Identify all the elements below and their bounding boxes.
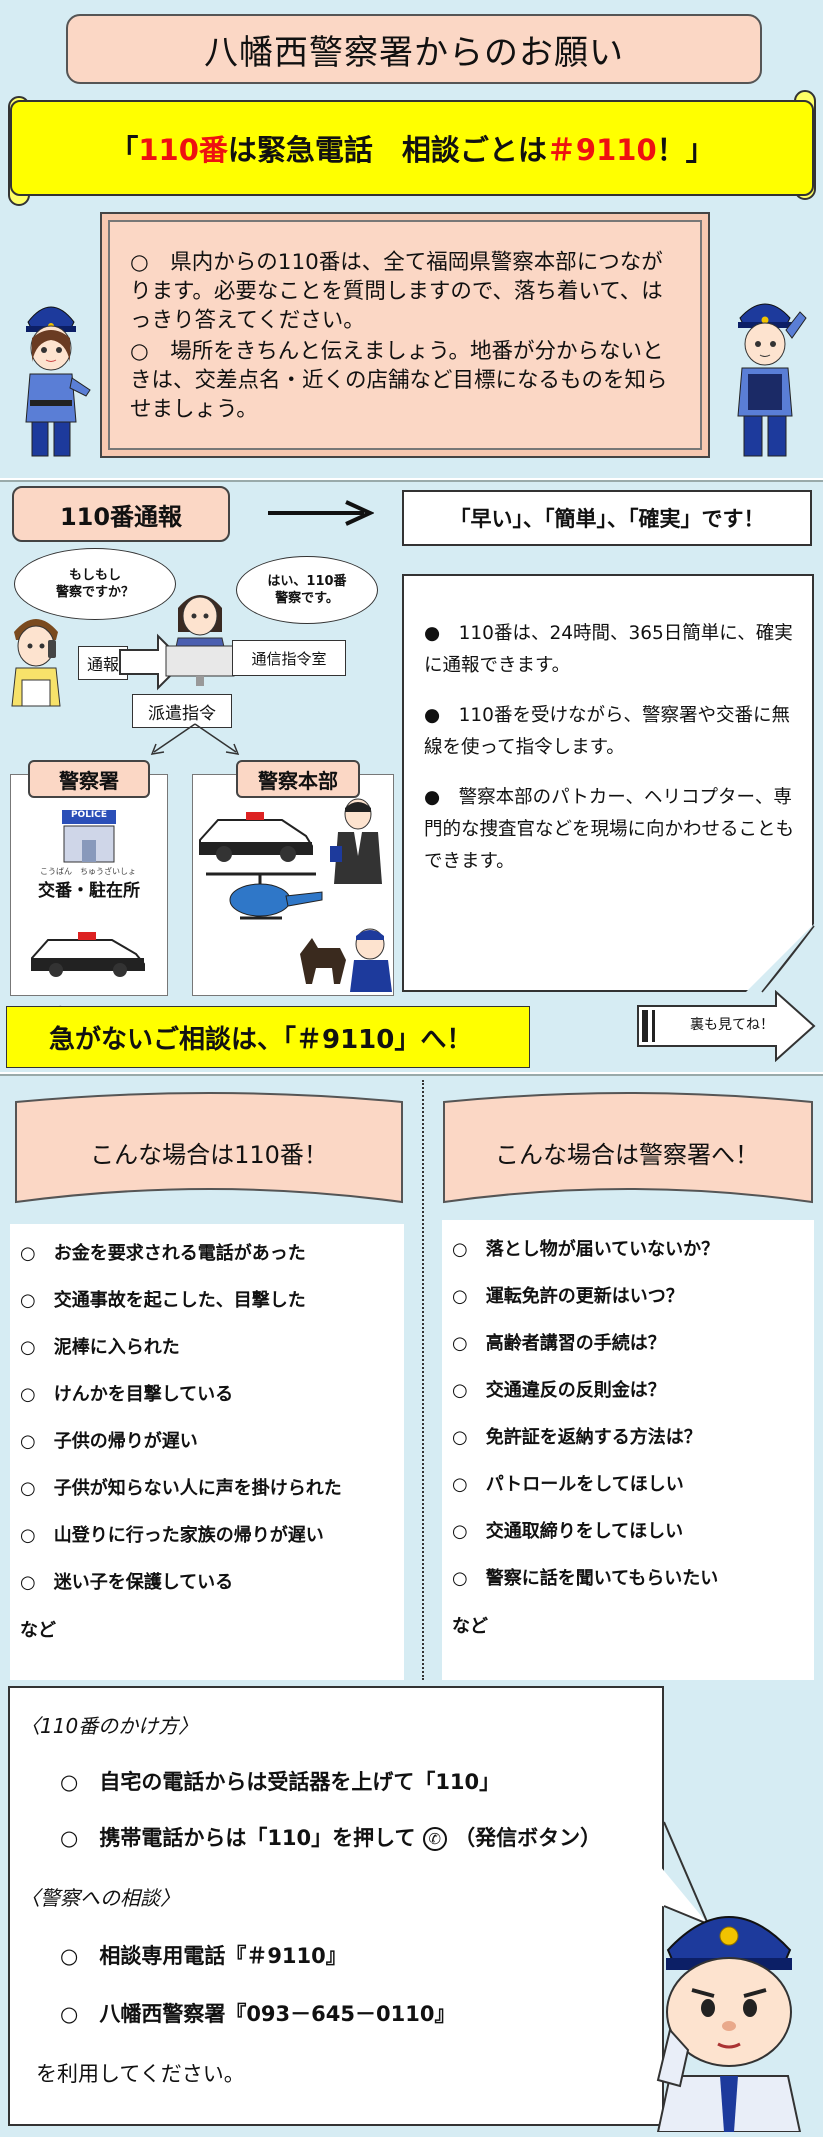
how-to-call-box: 〈110番のかけ方〉 ○ 自宅の電話からは受話器を上げて「110」 ○ 携帯電話…: [8, 1686, 664, 2126]
call-button-icon: ✆: [422, 1827, 447, 1851]
police-sign: POLICE: [70, 810, 108, 820]
list-item: ○ 交通取締りをしてほしい: [452, 1521, 684, 1542]
banner-110: 110番: [138, 133, 228, 167]
system-notes-box: ● 110番は、24時間、365日簡単に、確実に通報できます。 ● 110番を受…: [402, 574, 814, 992]
koban-building-icon: [62, 810, 116, 863]
operator-speech-bubble: はい、110番 警察です。: [236, 556, 378, 624]
list-item: ○ 免許証を返納する方法は？: [452, 1427, 702, 1448]
list-item: ○ けんかを目撃している: [20, 1384, 234, 1405]
howto-station-phone: ○ 八幡西警察署『093－645－0110』: [60, 2002, 456, 2026]
caller-speech-bubble: もしもし 警察ですか？: [14, 548, 176, 620]
caller-illustration: [11, 619, 61, 707]
list-item: ○ 迷い子を保護している: [20, 1572, 234, 1593]
note-2: ● 110番を受けながら、警察署や交番に無線を使って指令します。: [424, 705, 790, 758]
station-case-list: ○ 落とし物が届いていないか？ ○ 運転免許の更新はいつ？ ○ 高齢者講習の手続…: [442, 1220, 814, 1680]
howto-heading-consult: 〈警察への相談〉: [20, 1886, 180, 1910]
koban-ruby: こうばん ちゅうざいしょ: [40, 867, 136, 876]
right-column-title: こんな場合は警察署へ！: [495, 1140, 759, 1169]
howto-footer: を利用してください。: [36, 2062, 245, 2086]
see-back-label: 裏も見てね！: [690, 1017, 774, 1033]
left-column-title: こんな場合は110番！: [90, 1140, 328, 1169]
see-back-arrow: [637, 990, 816, 1062]
dispatch-tag: 派遣指令: [132, 694, 232, 728]
emergency-case-list: ○ お金を要求される電話があった ○ 交通事故を起こした、目撃した ○ 泥棒に入…: [10, 1224, 404, 1680]
patrol-car-icon: [199, 812, 313, 862]
list-item: ○ 高齢者講習の手続は？: [452, 1333, 666, 1354]
emergency-banner: 「 110番 は緊急電話 相談ごとは ＃9110 ！」: [10, 100, 814, 196]
info-paragraph-2: ○ 場所をきちんと伝えましょう。地番が分からないときは、交差点名・近くの店舗など…: [130, 339, 668, 422]
left-title-banner: [15, 1092, 403, 1204]
fast-easy-sure-box: 「早い」、「簡単」、「確実」です！: [402, 490, 812, 546]
mascot-officer-illustration: [656, 1916, 802, 2132]
list-item: ○ 子供の帰りが遅い: [20, 1431, 198, 1452]
non-urgent-banner: 急がないご相談は、「＃9110」へ！: [6, 1006, 530, 1068]
list-etc: など: [20, 1620, 56, 1641]
list-etc: など: [452, 1616, 488, 1637]
list-item: ○ 交通事故を起こした、目撃した: [20, 1290, 306, 1311]
patrol-car-icon: [31, 932, 145, 977]
list-item: ○ 子供が知らない人に声を掛けられた: [20, 1478, 342, 1499]
police-hq-label: 警察本部: [236, 760, 360, 798]
howto-consult-line: ○ 相談専用電話『＃9110』: [60, 1944, 347, 1968]
banner-9110: ＃9110: [546, 133, 657, 167]
howto-heading-call: 〈110番のかけ方〉: [20, 1714, 199, 1738]
info-paragraph-1: ○ 県内からの110番は、全て福岡県警察本部につながります。必要なことを質問しま…: [130, 250, 663, 333]
page-title: 八幡西警察署からのお願い: [66, 14, 762, 84]
list-item: ○ パトロールをしてほしい: [452, 1474, 684, 1495]
helicopter-icon: [206, 872, 323, 920]
list-item: ○ 落とし物が届いていないか？: [452, 1239, 720, 1260]
flow-label: 110番通報: [12, 486, 230, 542]
female-officer-illustration: [25, 306, 91, 457]
column-divider: [422, 1080, 424, 1680]
folded-corner: [744, 922, 816, 994]
howto-mobile-phone: ○ 携帯電話からは「110」を押して ✆ （発信ボタン）: [60, 1826, 602, 1851]
arrow-right-icon: [268, 500, 374, 526]
police-dog-officer-illustration: [300, 928, 392, 992]
list-item: ○ 山登りに行った家族の帰りが遅い: [20, 1525, 324, 1546]
list-item: ○ 警察に話を聞いてもらいたい: [452, 1568, 719, 1589]
right-title-banner: [443, 1092, 813, 1204]
police-station-label: 警察署: [28, 760, 150, 798]
command-room-tag: 通信指令室: [232, 640, 346, 676]
dispatch-arrows-icon: [150, 723, 240, 755]
operator-illustration: [165, 595, 235, 686]
list-item: ○ 交通違反の反則金は？: [452, 1380, 666, 1401]
koban-label: 交番・駐在所: [38, 881, 140, 901]
info-box: ○ 県内からの110番は、全て福岡県警察本部につながります。必要なことを質問しま…: [100, 212, 710, 458]
howto-home-phone: ○ 自宅の電話からは受話器を上げて「110」: [60, 1770, 501, 1794]
saluting-officer-illustration: [737, 303, 807, 457]
list-item: ○ 泥棒に入られた: [20, 1337, 180, 1358]
note-1: ● 110番は、24時間、365日簡単に、確実に通報できます。: [424, 623, 793, 676]
detective-illustration: [330, 798, 382, 884]
list-item: ○ お金を要求される電話があった: [20, 1243, 306, 1264]
list-item: ○ 運転免許の更新はいつ？: [452, 1286, 684, 1307]
note-3: ● 警察本部のパトカー、ヘリコプター、専門的な捜査官などを現場に向かわせることも…: [424, 787, 795, 872]
